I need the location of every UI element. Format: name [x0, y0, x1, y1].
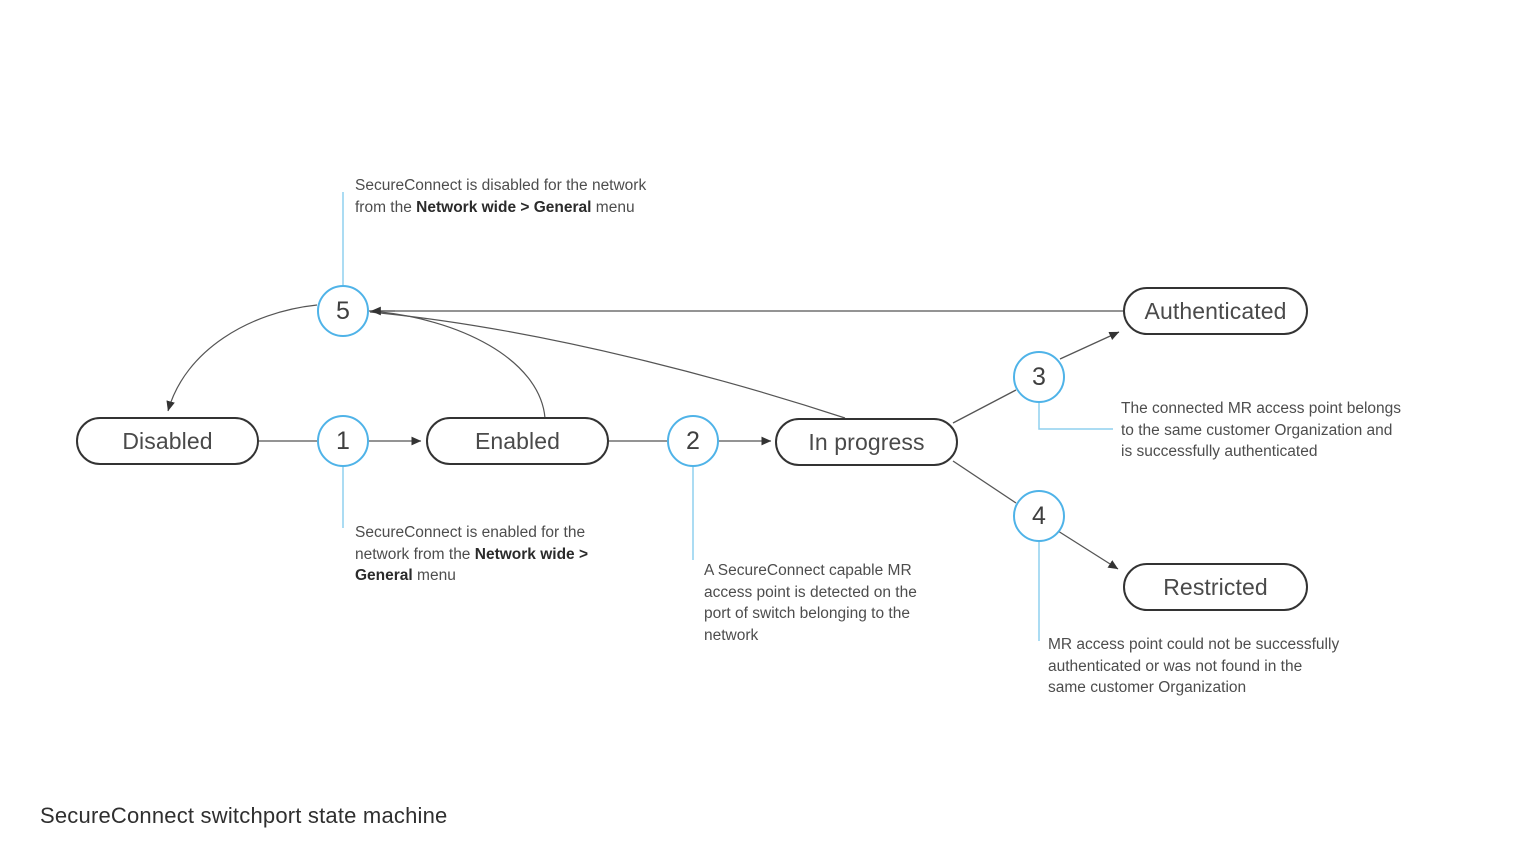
transition-badge-4-label: 4 — [1032, 501, 1046, 530]
edge-5-to-disabled — [166, 304, 318, 412]
transition-badge-2[interactable]: 2 — [667, 415, 719, 467]
edge-inprogress-to-4 — [952, 460, 1017, 504]
state-label-disabled: Disabled — [122, 427, 213, 454]
edge-inprogress-to-3 — [952, 389, 1017, 424]
annotation-1-line1: SecureConnect is enabled for the — [355, 524, 586, 541]
transition-badge-1-label: 1 — [336, 426, 350, 455]
figure-caption: SecureConnect switchport state machine — [40, 803, 448, 828]
state-node-disabled[interactable]: Disabled — [76, 417, 259, 465]
annotation-5-menu-path: Network wide > General — [416, 198, 592, 216]
annotation-1-line3c: menu — [412, 567, 456, 584]
annotation-1-menu-path-part2: General — [355, 567, 413, 584]
state-label-enabled: Enabled — [474, 427, 561, 454]
edge-enabled-to-5 — [369, 310, 546, 419]
leader-line-3 — [1038, 402, 1113, 430]
annotation-2: A SecureConnect capable MR access point … — [704, 562, 917, 644]
transition-badge-1[interactable]: 1 — [317, 415, 369, 467]
edge-inprogress-to-5 — [369, 311, 846, 419]
annotation-5-line2a: from the — [355, 198, 417, 216]
annotation-3: The connected MR access point belongs to… — [1121, 400, 1402, 460]
annotation-4: MR access point could not be successfull… — [1048, 636, 1340, 696]
state-label-restricted: Restricted — [1163, 573, 1268, 600]
annotation-5: SecureConnect is disabled for the networ… — [355, 175, 725, 218]
transition-badge-4[interactable]: 4 — [1013, 490, 1065, 542]
state-node-restricted[interactable]: Restricted — [1123, 563, 1308, 611]
annotation-1: SecureConnect is enabled for the network … — [355, 522, 645, 587]
transition-badge-3-label: 3 — [1032, 362, 1046, 391]
transition-badge-5[interactable]: 5 — [317, 285, 369, 337]
annotation-5-line1: SecureConnect is disabled for the networ… — [355, 177, 647, 194]
edge-4-to-restricted — [1057, 530, 1119, 570]
edge-3-to-authenticated — [1059, 331, 1120, 360]
state-node-authenticated[interactable]: Authenticated — [1123, 287, 1308, 335]
state-label-in-progress: In progress — [808, 428, 925, 455]
annotation-1-menu-path-part1: Network wide > — [474, 545, 589, 563]
transition-badge-2-label: 2 — [686, 426, 700, 455]
state-node-enabled[interactable]: Enabled — [426, 417, 609, 465]
state-label-authenticated: Authenticated — [1144, 297, 1287, 324]
annotation-1-line2a: network from the — [355, 545, 475, 563]
leader-lines — [342, 192, 1113, 641]
edges-straight — [259, 310, 1124, 570]
transition-badge-5-label: 5 — [336, 296, 350, 325]
edges-curved — [166, 304, 846, 419]
annotation-5-line2c: menu — [591, 198, 635, 216]
state-node-in-progress[interactable]: In progress — [775, 418, 958, 466]
transition-badge-3[interactable]: 3 — [1013, 351, 1065, 403]
